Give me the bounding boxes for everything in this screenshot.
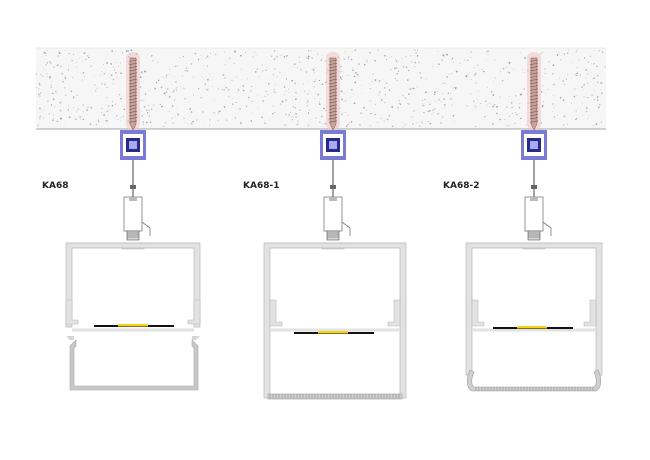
suspension-cable: [531, 160, 537, 197]
led-strip: [294, 331, 374, 334]
unit-label: KA68: [42, 181, 68, 191]
ceiling-clip: [521, 130, 547, 160]
aluminium-profile: [263, 242, 407, 399]
diffuser-opal-straight: [66, 336, 200, 391]
unit-ka68-2: KA68-2: [443, 52, 603, 392]
diffuser-curved-ribbed: [466, 369, 602, 392]
led-strip: [493, 326, 573, 329]
cable-gripper: [321, 196, 351, 250]
ceiling-clip: [320, 130, 346, 160]
screw-anchor: [527, 52, 541, 131]
unit-label: KA68-2: [443, 181, 479, 191]
unit-label: KA68-1: [243, 181, 279, 191]
screw-anchor: [326, 52, 340, 131]
unit-ka68-1: KA68-1: [243, 52, 407, 400]
led-strip: [94, 324, 174, 327]
diffuser-flat-ribbed: [267, 393, 403, 400]
cable-gripper: [121, 196, 151, 250]
ceiling-slab: [35, 47, 606, 130]
suspension-cable: [330, 160, 336, 197]
aluminium-profile: [465, 242, 603, 376]
ceiling-clip: [120, 130, 146, 160]
cable-gripper: [522, 196, 552, 250]
aluminium-profile: [65, 242, 201, 332]
screw-anchor: [126, 52, 140, 131]
suspension-cable: [130, 160, 136, 197]
unit-ka68: KA68: [42, 52, 201, 391]
